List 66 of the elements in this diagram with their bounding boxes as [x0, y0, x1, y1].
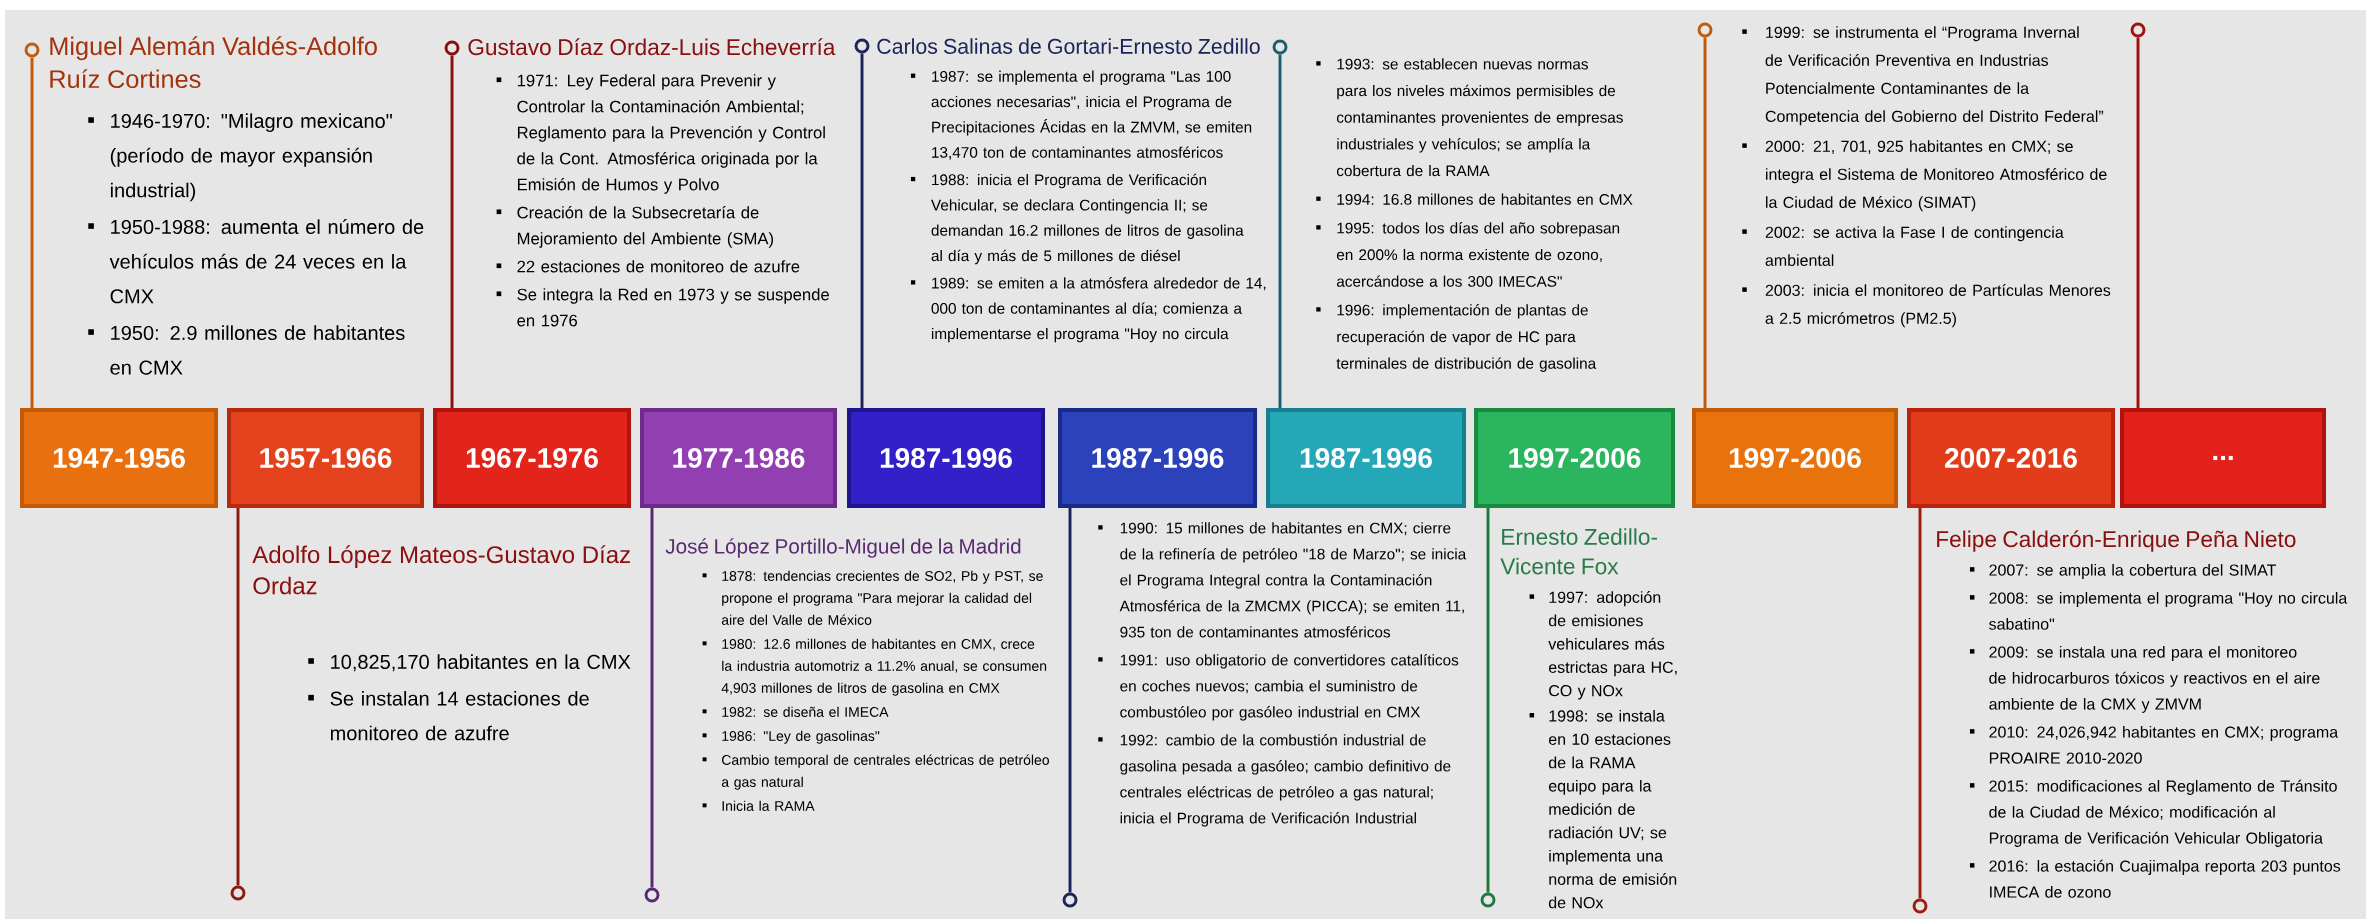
list-item: 1990: 15 millones de habitantes en CMX; cierre de la refinería de petróleo "18 de Marzo"; se inicia el Programa Integral contra la Contaminación Atmosférica de la ZMCMX (PICCA); se emiten 11, 935 ton de contaminantes atmosféricos [1098, 522, 1467, 638]
period-box: 1997-2006 [1692, 408, 1898, 508]
timeline-stem [860, 53, 864, 408]
heading: Gustavo Díaz Ordaz-Luis Echeverría [468, 38, 836, 56]
list-item: 1980: 12.6 millones de habitantes en CMX, crece la industria automotriz a 11.2% anual, se consumen 4,903 millones de litros de gasolina en CMX [702, 638, 1047, 696]
list-item: 1995: todos los días del año sobrepasan en 200% la norma existente de ozono, acercándose a los 300 IMECAS" [1316, 222, 1620, 287]
list-item: 1950: 2.9 millones de habitantes en CMX [88, 325, 405, 375]
list-item: Se integra la Red en 1973 y se suspende en 1976 [496, 288, 829, 327]
list-item: 2016: la estación Cuajimalpa reporta 203 puntos IMECA de ozono [1969, 859, 2341, 898]
list-item: 1950-1988: aumenta el número de vehículos más de 24 veces en la CMX [88, 219, 424, 304]
list-item: 2000: 21, 701, 925 habitantes en CMX; se integra el Sistema de Monitoreo Atmosférico de la Ciudad de México (SIMAT) [1742, 140, 2107, 212]
timeline-stem [1068, 508, 1072, 893]
list-item: 1987: se implementa el programa "Las 100 acciones necesarias", inicia el Programa de Precipitaciones Ácidas en la ZMVM, se emiten 13,470 ton de contaminantes atmosféricos [910, 70, 1252, 160]
period-box: 1987-1996 [847, 408, 1045, 508]
heading: Carlos Salinas de Gortari-Ernesto Zedillo [877, 38, 1260, 54]
period-box: ... [2120, 408, 2326, 508]
timeline-stem [2136, 37, 2140, 408]
timeline-stem [450, 55, 454, 408]
list-item: 1999: se instrumenta el “Programa Invernal de Verificación Preventiva en Industrias Potencialmente Contaminantes de la Competencia del Gobierno del Distrito Federal” [1742, 26, 2104, 126]
list-item: 2008: se implementa el programa "Hoy no circula sabatino" [1969, 592, 2348, 630]
timeline-stem [1703, 37, 1707, 408]
period-box: 1987-1996 [1266, 408, 1466, 508]
list-item: Cambio temporal de centrales eléctricas de petróleo a gas natural [702, 754, 1049, 790]
timeline-stem [1278, 54, 1282, 408]
period-box: 1947-1956 [20, 408, 218, 508]
heading: Miguel Alemán Valdés-Adolfo Ruíz Cortines [50, 36, 377, 89]
period-box: 2007-2016 [1907, 408, 2115, 508]
timeline-stem [30, 57, 34, 408]
list-item: Se instalan 14 estaciones de monitoreo de azufre [308, 690, 589, 741]
list-item: 1982: se diseña el IMECA [702, 706, 889, 717]
list-item: 22 estaciones de monitoreo de azufre [496, 260, 800, 273]
timeline-stem [650, 508, 654, 888]
timeline-stem [1918, 508, 1922, 899]
period-box: 1977-1986 [640, 408, 837, 508]
heading: Felipe Calderón-Enrique Peña Nieto [1937, 530, 2296, 552]
list-item: 1992: cambio de la combustión industrial de gasolina pesada a gasóleo; cambio definitivo de centrales eléctricas de petróleo a gas natural; inicia el Programa de Verificación Industrial [1098, 734, 1451, 827]
list-item: 1997: adopción de emisiones vehiculares más estrictas para HC, CO y NOx [1529, 591, 1677, 700]
list-item: 1989: se emiten a la atmósfera alrededor de 14, 000 ton de contaminantes al día; comienza a implementarse el programa "Hoy no circula [910, 277, 1266, 343]
heading: Adolfo López Mateos-Gustavo Díaz Ordaz [252, 545, 630, 595]
list-item: Creación de la Subsecretaría de Mejoramiento del Ambiente (SMA) [496, 206, 774, 248]
list-item: 1971: Ley Federal para Prevenir y Controlar la Contaminación Ambiental; Reglamento para la Prevención y Control de la Cont. Atmosférica originada por la Emisión de Humos y Polvo [496, 74, 825, 194]
list-item: 1996: implementación de plantas de recuperación de vapor de HC para terminales de distribución de gasolina [1316, 304, 1597, 372]
list-item: 1986: "Ley de gasolinas" [702, 730, 880, 744]
list-item: 2015: modificaciones al Reglamento de Tránsito de la Ciudad de México; modificación al Programa de Verificación Vehicular Obligatoria [1969, 779, 2337, 847]
list-item: 2010: 24,026,942 habitantes en CMX; programa PROAIRE 2010-2020 [1969, 726, 2339, 764]
list-item: 1946-1970: "Milagro mexicano" (período de mayor expansión industrial) [88, 113, 392, 202]
period-box: 1967-1976 [433, 408, 631, 508]
heading: Ernesto Zedillo-Vicente Fox [1500, 528, 1657, 575]
list-item: 2007: se amplia la cobertura del SIMAT [1969, 564, 2277, 579]
heading: José López Portillo-Miguel de la Madrid [665, 538, 1021, 558]
timeline-stem [236, 508, 240, 886]
list-item: 2009: se instala una red para el monitoreo de hidrocarburos tóxicos y reactivos en el aire ambiente de la CMX y ZMVM [1969, 646, 2320, 713]
list-item: 1988: inicia el Programa de Verificación Vehicular, se declara Contingencia II; se demandan 16.2 millones de litros de gasolina al día y más de 5 millones de diésel [910, 173, 1244, 265]
period-box: 1997-2006 [1474, 408, 1675, 508]
timeline-stem [1486, 508, 1490, 893]
period-box: 1987-1996 [1058, 408, 1257, 508]
list-item: Inicia la RAMA [702, 800, 815, 811]
period-box: 1957-1966 [227, 408, 424, 508]
list-item: 1991: uso obligatorio de convertidores catalíticos en coches nuevos; cambia el suministro de combustóleo por gasóleo industrial en CMX [1098, 654, 1459, 721]
list-item: 1994: 16.8 millones de habitantes en CMX [1316, 193, 1633, 205]
list-item: 10,825,170 habitantes en la CMX [308, 654, 631, 672]
list-item: 1993: se establecen nuevas normas para los niveles máximos permisibles de contaminantes provenientes de empresas industriales y vehículos; se amplía la cobertura de la RAMA [1316, 58, 1623, 177]
list-item: 1998: se instala en 10 estaciones de la RAMA equipo para la medición de radiación UV; se implementa una norma de emisión de NOx [1529, 709, 1677, 909]
list-item: 1878: tendencias crecientes de SO2, Pb y PST, se propone el programa "Para mejorar la calidad del aire del Valle de México [702, 570, 1043, 625]
list-item: 2002: se activa la Fase I de contingencia ambiental [1742, 226, 2064, 266]
list-item: 2003: inicia el monitoreo de Partículas Menores a 2.5 micrómetros (PM2.5) [1742, 284, 2111, 328]
